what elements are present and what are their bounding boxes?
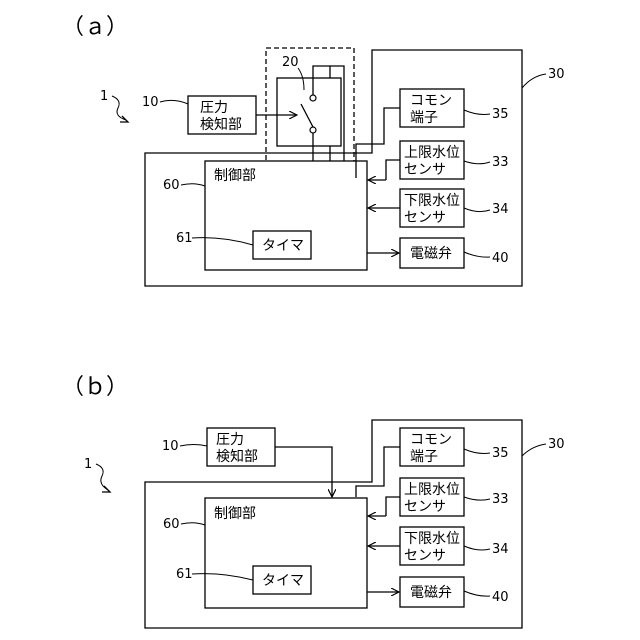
figure-a-upper-sensor-line1: 上限水位 [404, 145, 460, 161]
figure-b-solenoid-valve-ref: 40 [492, 590, 509, 605]
figure-a-timer-ref: 61 [176, 231, 193, 246]
figure-a-common-terminal-line1: コモン [410, 93, 452, 109]
figure-b-pressure-detector-leader [180, 445, 207, 447]
figure-a-common-terminal-line2: 端子 [410, 110, 438, 126]
figure-b-system-ref: 1 [84, 457, 92, 472]
figure-b-lower-sensor-ref: 34 [492, 542, 509, 557]
figure-b-controller-ref: 30 [548, 437, 565, 452]
figure-a-switch-ref: 20 [282, 55, 299, 70]
figure-b-common-terminal-line2: 端子 [410, 449, 438, 465]
figure-a-label: （ａ） [62, 15, 128, 40]
figure-a-lower-sensor-ref: 34 [492, 202, 509, 217]
figure-a-pressure-detector-ref: 10 [142, 95, 159, 110]
figure-a-controller-leader [522, 74, 546, 88]
figure-b-common-terminal-ref: 35 [492, 446, 509, 461]
figure-b-upper-sensor-ref: 33 [492, 492, 509, 507]
figure-b-control-unit-label: 制御部 [214, 506, 256, 522]
figure-a-solenoid-valve-ref: 40 [492, 251, 509, 266]
figure-a-lower-sensor-line1: 下限水位 [404, 193, 460, 209]
figure-a-switch-contact-bottom [310, 127, 316, 133]
figure-a-control-unit-ref: 60 [163, 178, 180, 193]
figure-b-system-leader [96, 464, 108, 490]
figure-a-system-ref: 1 [100, 89, 108, 104]
figure-a-system-leader [112, 96, 126, 120]
figure-b: （ｂ） 1 30 圧力 検知部 10 制御部 60 タイマ 61 コモン 端子 … [62, 375, 565, 628]
figure-b-pressure-detector-ref: 10 [162, 439, 179, 454]
figure-a-solenoid-valve-label: 電磁弁 [410, 246, 452, 262]
figure-a-switch-box [277, 78, 341, 146]
figure-a-control-unit-label: 制御部 [214, 168, 256, 184]
figure-b-control-unit-ref: 60 [163, 517, 180, 532]
figure-a-lower-sensor-line2: センサ [404, 210, 446, 226]
figure-b-upper-sensor-line2: センサ [404, 499, 446, 515]
figure-b-upper-sensor-line1: 上限水位 [404, 482, 460, 498]
figure-b-pressure-detector-line1: 圧力 [216, 432, 244, 448]
figure-b-pressure-detector-line2: 検知部 [216, 448, 258, 465]
figure-a-pressure-detector-line2: 検知部 [200, 116, 242, 133]
figure-b-lower-sensor-line2: センサ [404, 548, 446, 564]
figure-b-solenoid-valve-label: 電磁弁 [410, 585, 452, 601]
figure-b-lower-sensor-line1: 下限水位 [404, 531, 460, 547]
figure-a-controller-ref: 30 [548, 67, 565, 82]
figure-a-upper-sensor-ref: 33 [492, 155, 509, 170]
figure-a: （ａ） 1 30 圧力 検知部 10 20 70 [62, 15, 565, 286]
figure-b-controller-leader [522, 444, 546, 456]
figure-b-common-terminal-line1: コモン [410, 432, 452, 448]
figure-a-upper-sensor-line2: センサ [404, 162, 446, 178]
figure-b-timer-ref: 61 [176, 567, 193, 582]
figure-a-pressure-detector-leader [160, 100, 188, 104]
figure-a-switch-contact-top [310, 95, 316, 101]
figure-b-label: （ｂ） [62, 375, 128, 400]
figure-b-timer-label: タイマ [262, 573, 304, 589]
figure-a-common-terminal-ref: 35 [492, 107, 509, 122]
figure-a-timer-label: タイマ [262, 238, 304, 254]
figure-a-pressure-detector-line1: 圧力 [200, 100, 228, 116]
